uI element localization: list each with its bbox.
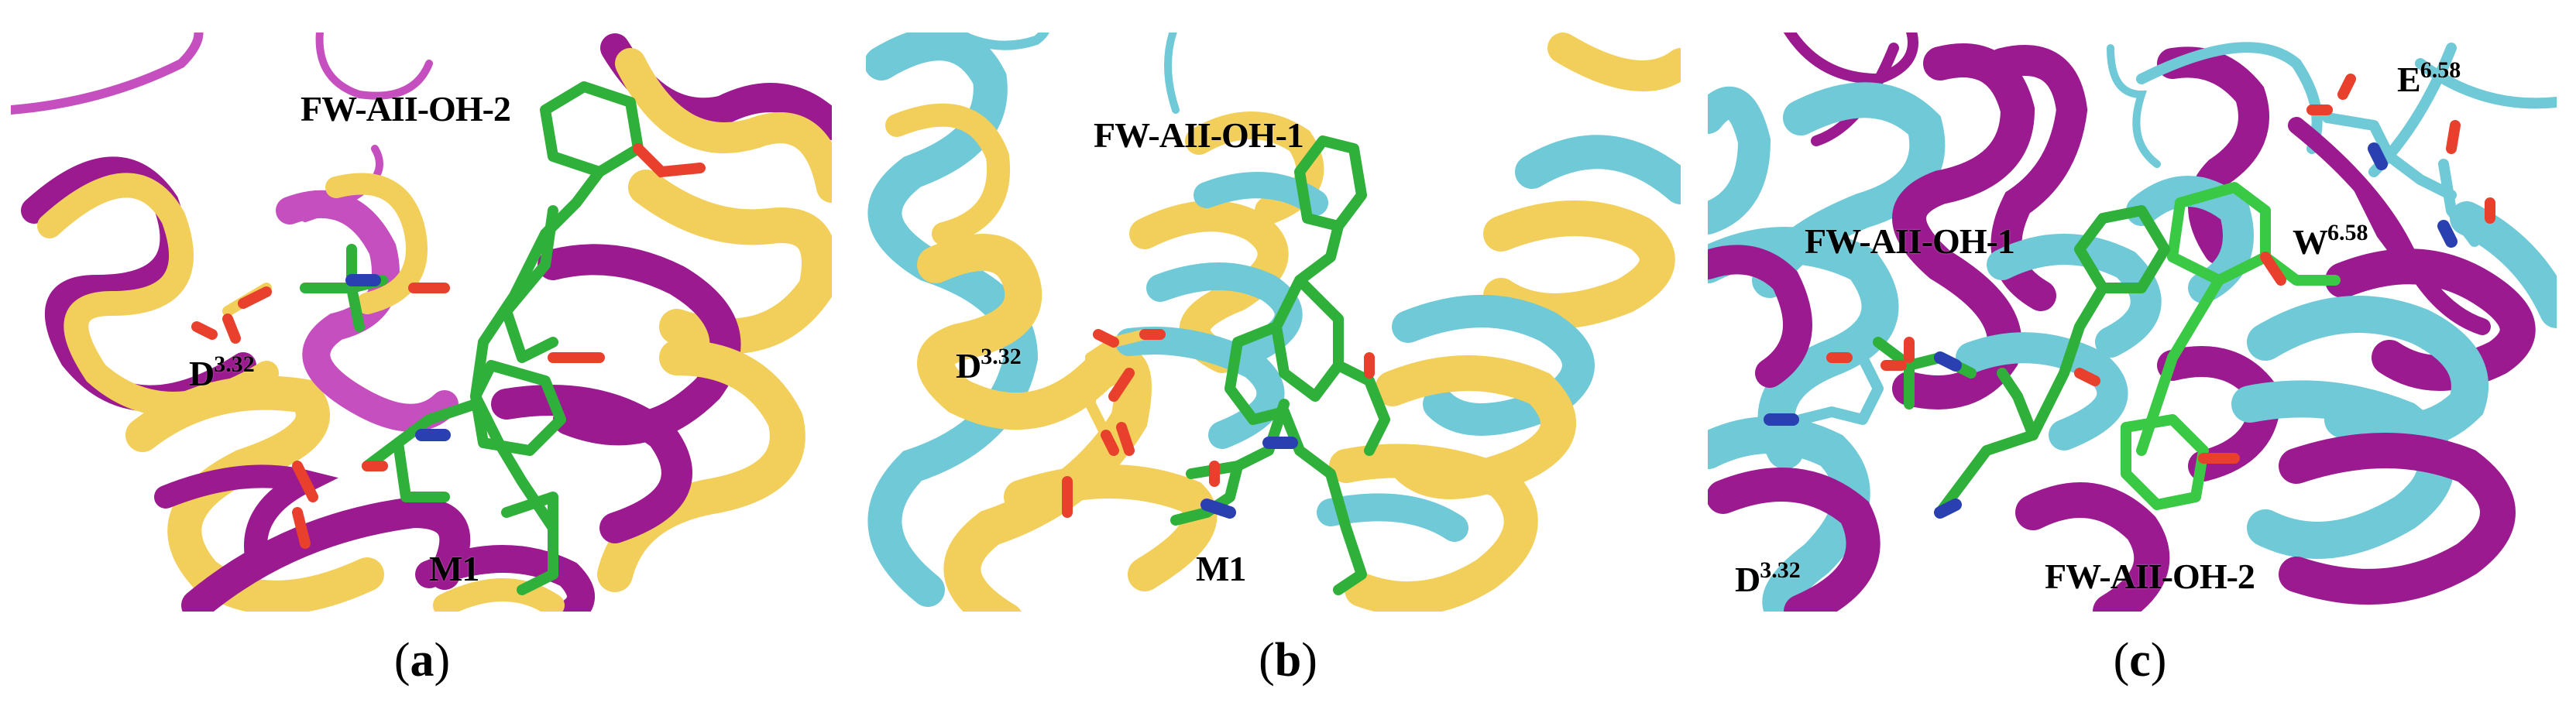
caption-b: (b): [1259, 636, 1317, 684]
residue-base: D: [956, 346, 981, 385]
caption-paren-open: (: [2113, 634, 2130, 687]
residue-label-d332: D3.32: [189, 353, 255, 393]
panel-a: FW-AII-OH-2 D3.32 M1: [11, 33, 832, 612]
residue-label-e658: E6.58: [2397, 59, 2461, 99]
residue-index: 3.32: [214, 351, 255, 377]
ligand-label-fw-aii-oh-1: FW-AII-OH-1: [1094, 115, 1304, 155]
caption-a: (a): [394, 636, 450, 684]
residue-index: 3.32: [981, 344, 1022, 369]
caption-paren-open: (: [1259, 634, 1275, 687]
residue-label-d332: D3.32: [956, 345, 1022, 385]
panel-c: FW-AII-OH-1 FW-AII-OH-2 D3.32 W6.58 E6.5…: [1708, 33, 2557, 612]
model-label-m1: M1: [1196, 549, 1246, 588]
caption-letter: c: [2129, 634, 2151, 687]
caption-paren-close: ): [2150, 634, 2167, 687]
ligand-label-fw-aii-oh-2: FW-AII-OH-2: [301, 89, 511, 128]
protein-ribbon-render-b: [866, 33, 1681, 612]
caption-paren-close: ): [1301, 634, 1317, 687]
caption-letter: b: [1274, 634, 1302, 687]
residue-label-w658: W6.58: [2293, 221, 2368, 262]
caption-paren-open: (: [393, 634, 410, 687]
caption-c: (c): [2114, 636, 2167, 684]
residue-base: D: [1735, 560, 1760, 599]
ligand-label-fw-aii-oh-1: FW-AII-OH-1: [1805, 221, 2015, 261]
residue-index: 3.32: [1760, 557, 1801, 583]
residue-index: 6.58: [2420, 57, 2461, 83]
protein-ribbon-render-c: [1708, 33, 2557, 612]
residue-base: E: [2397, 60, 2421, 99]
caption-letter: a: [410, 634, 434, 687]
residue-index: 6.58: [2327, 220, 2368, 245]
residue-base: D: [189, 354, 215, 393]
protein-ribbon-render-a: [11, 33, 832, 612]
residue-label-d332: D3.32: [1735, 559, 1801, 599]
ligand-label-fw-aii-oh-2: FW-AII-OH-2: [2045, 557, 2255, 596]
panel-b: FW-AII-OH-1 D3.32 M1: [866, 33, 1681, 612]
model-label-m1: M1: [429, 549, 479, 588]
caption-paren-close: ): [434, 634, 451, 687]
residue-base: W: [2293, 222, 2328, 262]
